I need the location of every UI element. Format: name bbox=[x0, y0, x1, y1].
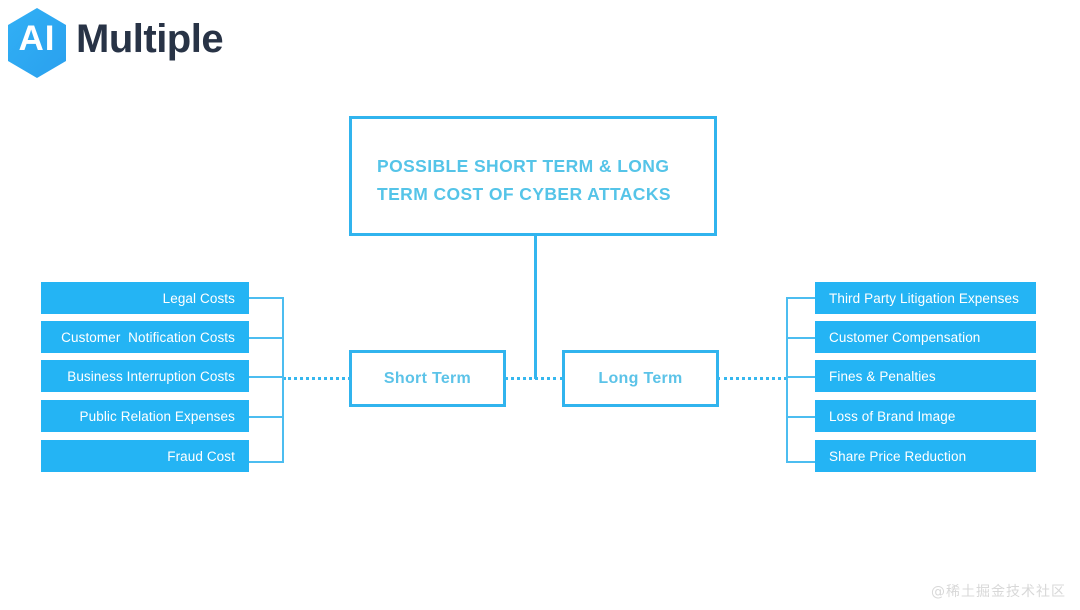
right-bracket-arm bbox=[786, 376, 820, 378]
list-item-label: Third Party Litigation Expenses bbox=[829, 290, 1019, 306]
logo-word-text: Multiple bbox=[76, 17, 224, 61]
list-item-label: Loss of Brand Image bbox=[829, 408, 956, 424]
list-item-label: Customer Notification Costs bbox=[61, 329, 235, 345]
list-item[interactable]: Loss of Brand Image bbox=[815, 400, 1036, 432]
list-item[interactable]: Customer Compensation bbox=[815, 321, 1036, 353]
left-bracket-arm bbox=[248, 297, 284, 299]
aimultiple-logo: AI Multiple bbox=[0, 2, 230, 82]
list-item-label: Public Relation Expenses bbox=[79, 408, 235, 424]
list-item[interactable]: Share Price Reduction bbox=[815, 440, 1036, 472]
watermark: @稀土掘金技术社区 bbox=[931, 584, 1066, 600]
list-item-label: Legal Costs bbox=[162, 290, 235, 306]
logo-mark-text: AI bbox=[18, 19, 56, 58]
left-bracket-arm bbox=[248, 376, 284, 378]
right-bracket-arm bbox=[786, 297, 820, 299]
list-item[interactable]: Fines & Penalties bbox=[815, 360, 1036, 392]
right-bracket-arm bbox=[786, 416, 820, 418]
short-term-label: Short Term bbox=[383, 369, 472, 387]
list-item[interactable]: Customer Notification Costs bbox=[41, 321, 249, 353]
list-item-label: Fraud Cost bbox=[167, 448, 235, 464]
right-bracket-spine bbox=[786, 297, 788, 461]
long-term-label: Long Term bbox=[598, 369, 683, 387]
list-item-label: Customer Compensation bbox=[829, 329, 981, 345]
list-item[interactable]: Legal Costs bbox=[41, 282, 249, 314]
left-bracket-arm bbox=[248, 337, 284, 339]
right-bracket-arm bbox=[786, 337, 820, 339]
dotted-connector-long-term-to-right-bracket bbox=[717, 377, 787, 380]
short-term-box[interactable]: Short Term bbox=[349, 350, 506, 407]
list-item[interactable]: Public Relation Expenses bbox=[41, 400, 249, 432]
title-box: POSSIBLE SHORT TERM & LONG TERM COST OF … bbox=[349, 116, 717, 236]
left-bracket-arm bbox=[248, 416, 284, 418]
list-item[interactable]: Fraud Cost bbox=[41, 440, 249, 472]
right-bracket-arm bbox=[786, 461, 820, 463]
title-stem-connector bbox=[534, 236, 537, 379]
list-item[interactable]: Business Interruption Costs bbox=[41, 360, 249, 392]
left-bracket-arm bbox=[248, 461, 284, 463]
list-item[interactable]: Third Party Litigation Expenses bbox=[815, 282, 1036, 314]
list-item-label: Fines & Penalties bbox=[829, 368, 936, 384]
list-item-label: Share Price Reduction bbox=[829, 448, 967, 464]
left-bracket-spine bbox=[282, 297, 284, 461]
page-title: POSSIBLE SHORT TERM & LONG TERM COST OF … bbox=[377, 156, 671, 204]
dotted-connector-left-bracket-to-short-term bbox=[283, 377, 351, 380]
list-item-label: Business Interruption Costs bbox=[67, 368, 235, 384]
dotted-connector-short-term-to-long-term bbox=[504, 377, 564, 380]
hexagon-icon bbox=[0, 6, 74, 80]
long-term-box[interactable]: Long Term bbox=[562, 350, 719, 407]
